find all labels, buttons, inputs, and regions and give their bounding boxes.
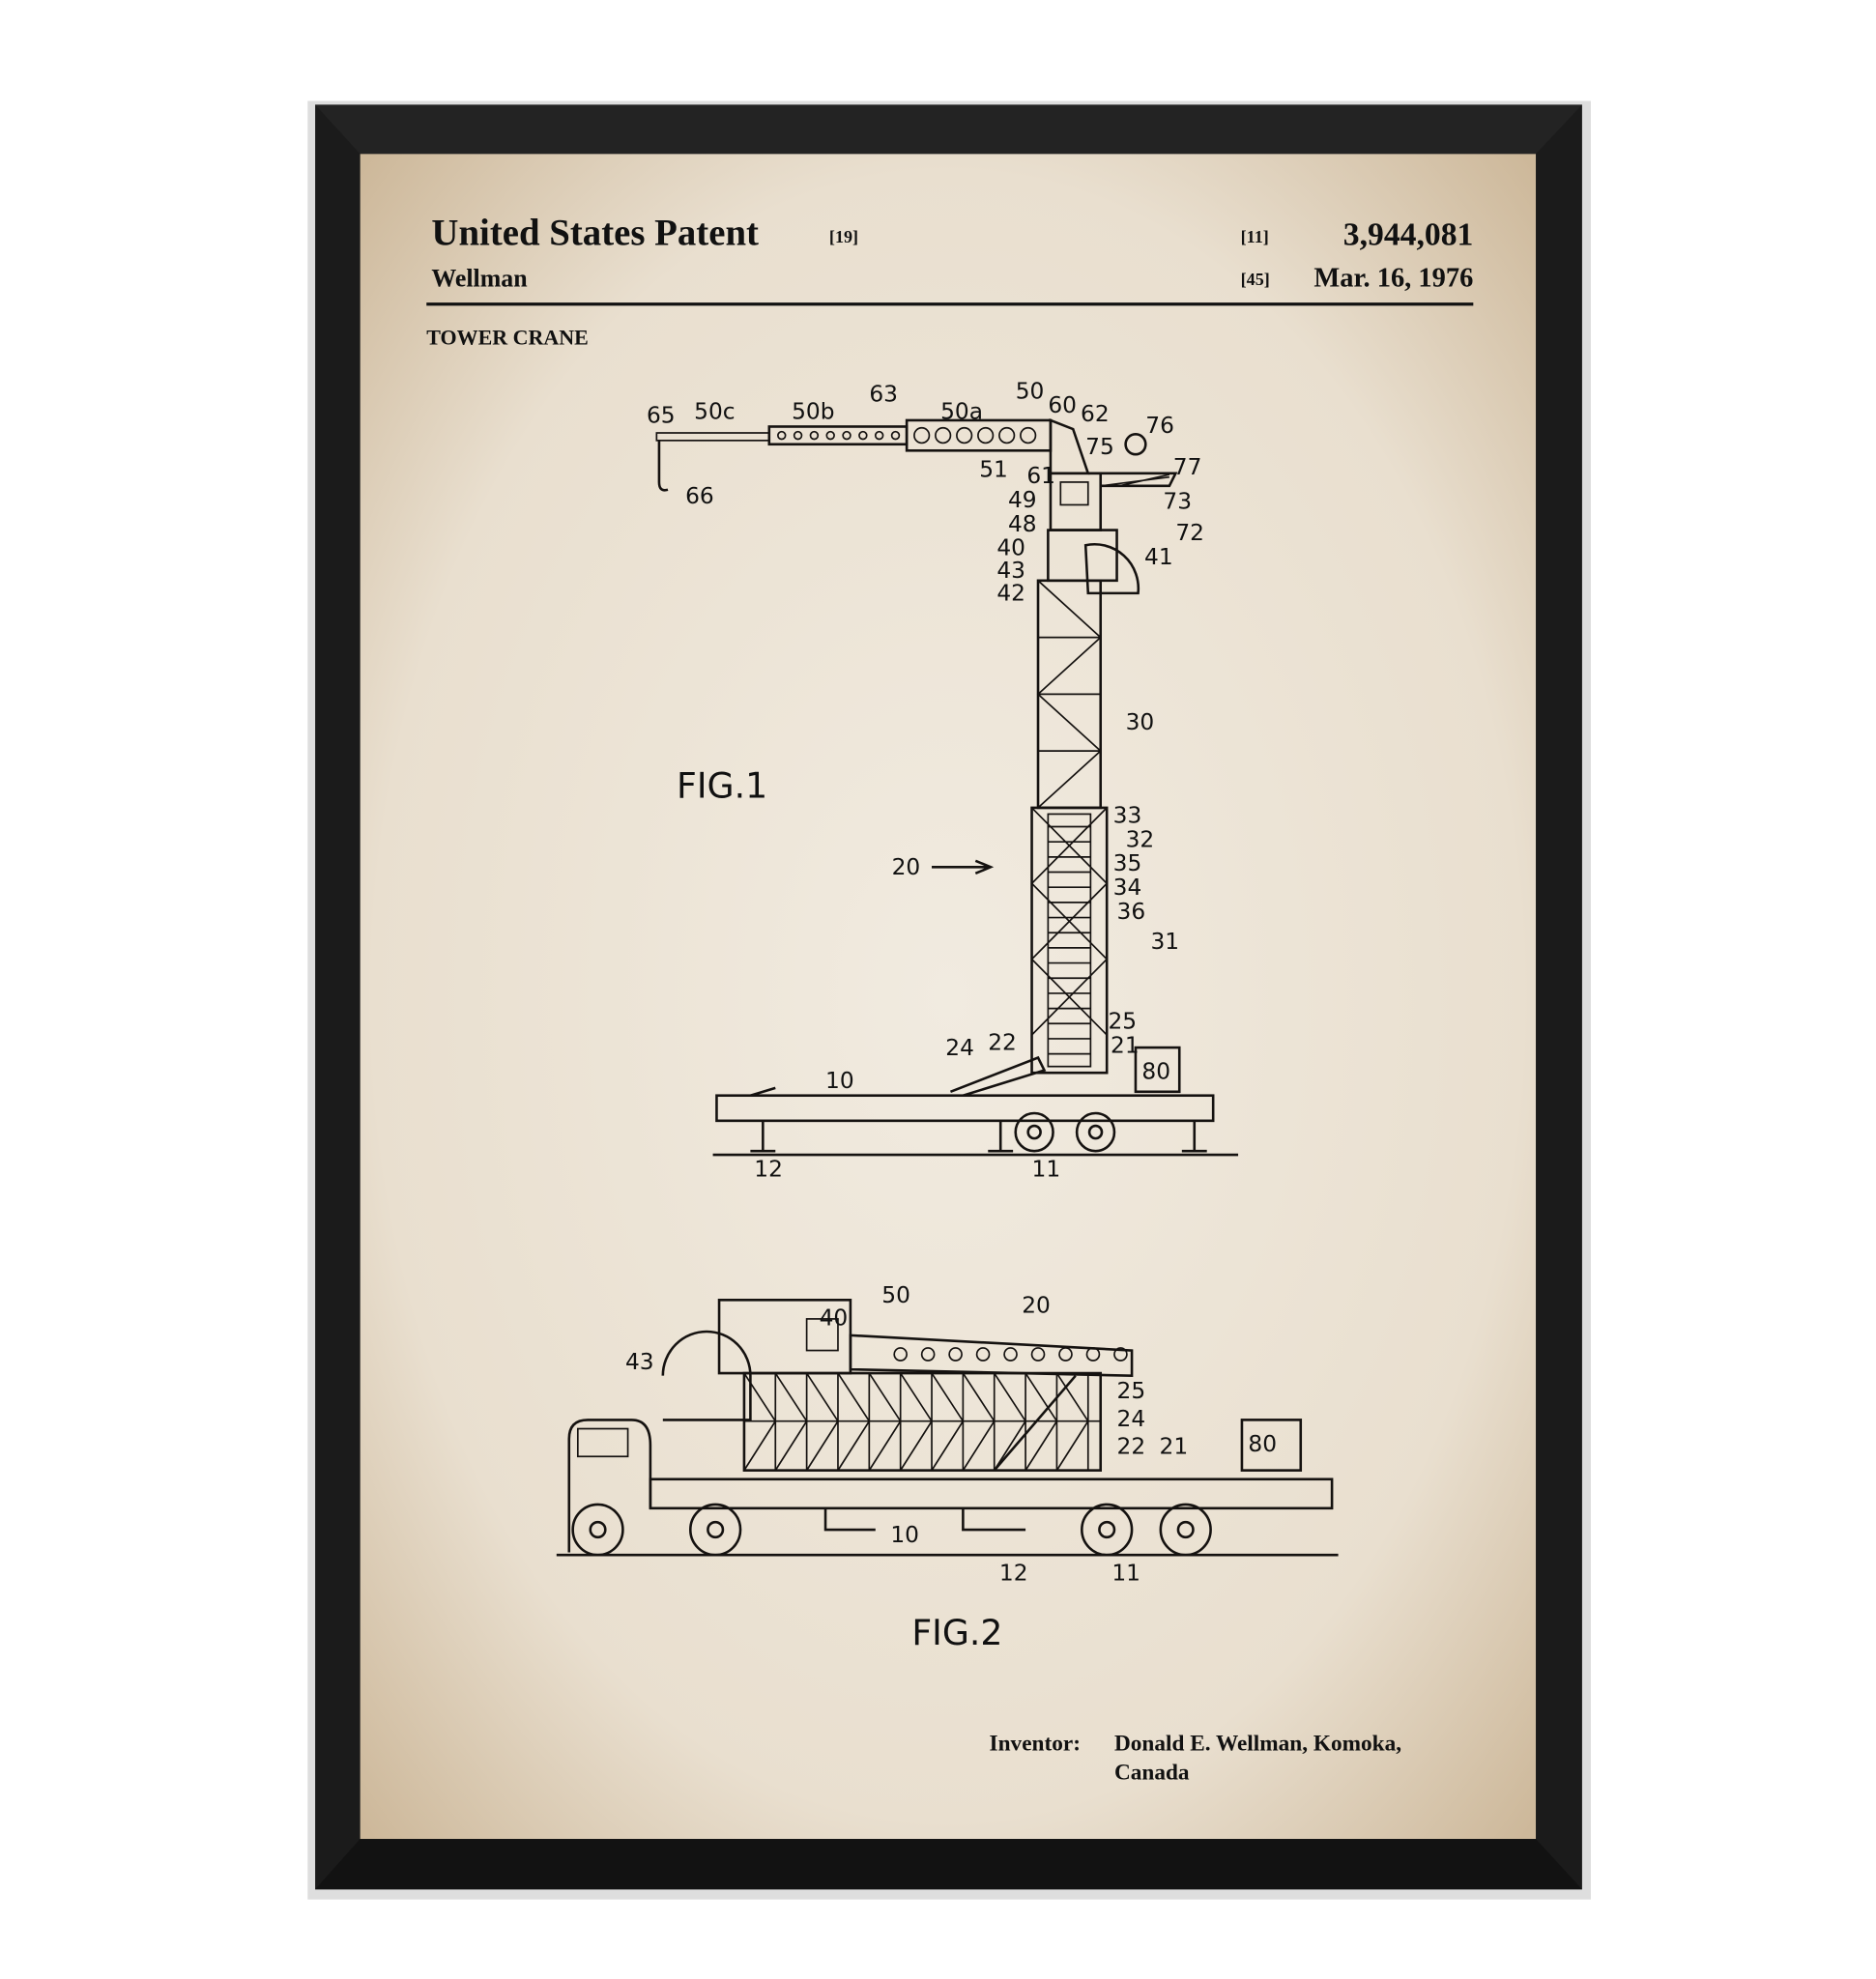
fig1-label: 66 xyxy=(685,482,714,509)
fig2-label: 11 xyxy=(1111,1559,1140,1586)
fig1-label: 51 xyxy=(979,456,1008,483)
fig1-label: 24 xyxy=(945,1034,974,1061)
fig1-label: 22 xyxy=(988,1029,1017,1056)
fig1-label: 36 xyxy=(1117,898,1146,925)
fig1-label: 41 xyxy=(1144,543,1173,570)
fig2-caption: FIG.2 xyxy=(911,1612,1002,1653)
fig1-label: 77 xyxy=(1173,453,1202,480)
fig2-label: 80 xyxy=(1248,1430,1277,1457)
fig2-label: 40 xyxy=(820,1304,849,1331)
fig1-label: 20 xyxy=(892,853,921,880)
fig1-label: 80 xyxy=(1141,1058,1170,1085)
fig2-label: 43 xyxy=(625,1348,654,1375)
fig1-label: 65 xyxy=(647,401,676,428)
fig1-label: 73 xyxy=(1163,487,1192,514)
fig1-label: 50 xyxy=(1016,378,1045,405)
patent-title: United States Patent xyxy=(431,212,759,253)
fig1-label: 30 xyxy=(1126,708,1155,735)
fig1-label: 72 xyxy=(1175,519,1204,546)
fig1-label: 76 xyxy=(1145,412,1174,439)
patent-number: 3,944,081 xyxy=(1343,216,1474,252)
fig2-label: 50 xyxy=(881,1281,910,1308)
fig1-label: 63 xyxy=(869,380,898,407)
fig1-label: 31 xyxy=(1150,928,1179,955)
title-code: [19] xyxy=(829,227,858,246)
fig2-label: 20 xyxy=(1022,1291,1051,1318)
fig2-label: 22 xyxy=(1117,1433,1146,1460)
date-code: [45] xyxy=(1241,270,1270,289)
fig1-label: 50b xyxy=(792,398,834,425)
fig1-label: 21 xyxy=(1111,1031,1140,1058)
fig1-label: 50c xyxy=(694,398,735,425)
fig1-label: 62 xyxy=(1081,400,1110,427)
fig2-label: 24 xyxy=(1117,1405,1146,1432)
fig1-label: 75 xyxy=(1085,433,1114,460)
inventor-line1: Donald E. Wellman, Komoka, xyxy=(1114,1731,1401,1756)
number-code: [11] xyxy=(1241,227,1269,246)
fig1-caption: FIG.1 xyxy=(677,764,767,806)
fig1-label: 11 xyxy=(1032,1155,1061,1182)
fig2-label: 25 xyxy=(1117,1377,1146,1404)
fig1-label: 42 xyxy=(996,580,1025,607)
inventor-surname: Wellman xyxy=(431,264,528,292)
inventor-line2: Canada xyxy=(1114,1761,1190,1786)
fig2-label: 12 xyxy=(999,1559,1028,1586)
invention-title: TOWER CRANE xyxy=(426,325,589,349)
fig2-label: 10 xyxy=(890,1521,919,1548)
fig1-label: 10 xyxy=(825,1067,854,1094)
inventor-label: Inventor: xyxy=(990,1731,1081,1756)
fig2-label: 21 xyxy=(1160,1433,1189,1460)
patent-date: Mar. 16, 1976 xyxy=(1313,263,1473,293)
fig1-label: 50a xyxy=(940,398,983,425)
fig1-label: 12 xyxy=(754,1155,783,1182)
fig1-label: 60 xyxy=(1048,391,1077,418)
